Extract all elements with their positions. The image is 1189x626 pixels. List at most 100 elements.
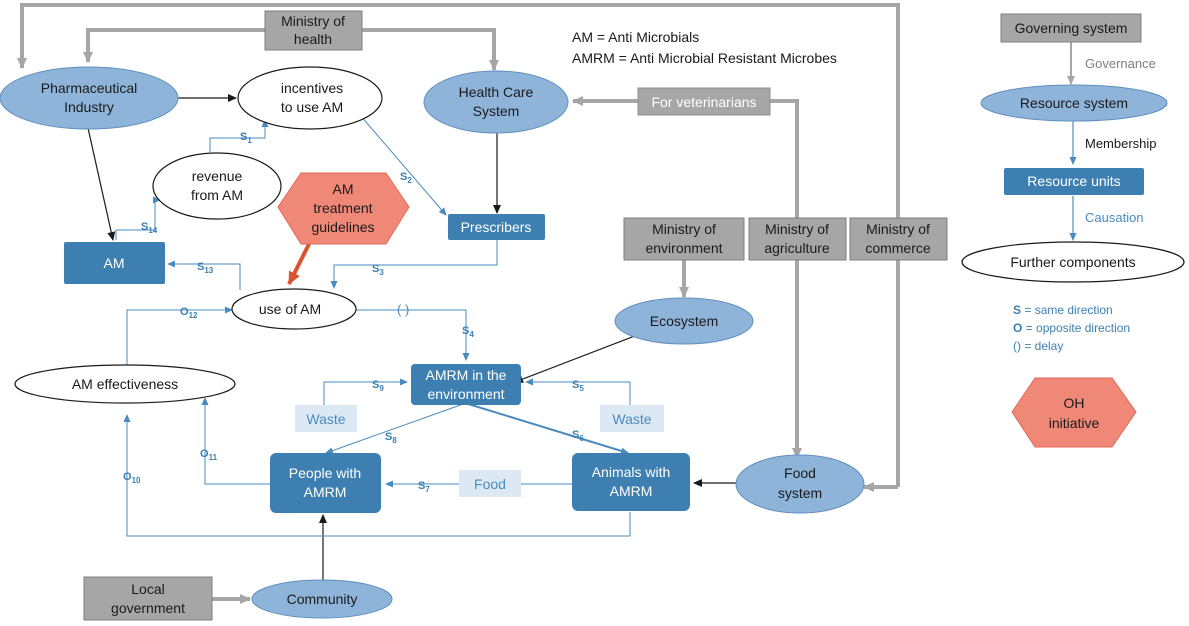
line-agri-to-food bbox=[770, 99, 802, 459]
legend-resource-system: Resource system bbox=[980, 84, 1168, 122]
label-line: commerce bbox=[865, 240, 931, 256]
node-revenue[interactable]: revenue from AM bbox=[152, 152, 282, 220]
node-ministry-commerce[interactable]: Ministry of commerce bbox=[849, 217, 948, 261]
label-o10: O10 bbox=[123, 471, 141, 485]
link-s8 bbox=[325, 402, 467, 454]
line-health-to-pharma bbox=[83, 28, 265, 63]
node-use-of-am[interactable]: use of AM bbox=[231, 288, 357, 330]
node-local-government[interactable]: Local government bbox=[83, 576, 213, 621]
node-ecosystem[interactable]: Ecosystem bbox=[614, 297, 754, 345]
link-s2 bbox=[359, 114, 447, 216]
label-s14: S14 bbox=[141, 221, 158, 235]
link-s3 bbox=[330, 240, 498, 289]
node-prescribers[interactable]: Prescribers bbox=[448, 214, 545, 240]
legend-delay-key: () = delay bbox=[1013, 339, 1063, 353]
label-line: AM bbox=[333, 181, 354, 197]
link-o12 bbox=[126, 306, 233, 366]
black-arrows bbox=[87, 94, 736, 580]
node-pharmaceutical-industry[interactable]: Pharmaceutical Industry bbox=[0, 66, 179, 130]
node-am-effectiveness[interactable]: AM effectiveness bbox=[14, 364, 236, 404]
legend-governing-system: Governing system bbox=[1000, 13, 1142, 43]
legend-o-key: O = opposite direction bbox=[1013, 321, 1130, 335]
label-line: Ministry of bbox=[866, 221, 930, 237]
label-line: revenue bbox=[192, 168, 243, 184]
link-s13 bbox=[167, 260, 241, 290]
legend-oh-initiative: OH initiative bbox=[1011, 377, 1137, 448]
label-line: Pharmaceutical bbox=[41, 80, 138, 96]
label-line: AMRM bbox=[610, 483, 653, 499]
label-s13: S13 bbox=[197, 261, 214, 275]
label: AM effectiveness bbox=[72, 376, 178, 392]
legend-causation-label: Causation bbox=[1085, 210, 1144, 225]
line-health-to-hcs bbox=[362, 28, 499, 71]
label-line: Ministry of bbox=[652, 221, 716, 237]
label-line: from AM bbox=[191, 187, 243, 203]
node-amrm-environment[interactable]: AMRM in the environment bbox=[411, 364, 521, 405]
label: For veterinarians bbox=[651, 94, 756, 110]
node-ministry-health[interactable]: Ministry of health bbox=[264, 10, 363, 51]
node-treatment-guidelines[interactable]: AM treatment guidelines bbox=[277, 172, 410, 245]
label-s8: S8 bbox=[385, 431, 397, 445]
node-health-care-system[interactable]: Health Care System bbox=[423, 70, 569, 134]
link-s6 bbox=[464, 402, 629, 455]
label-line: to use AM bbox=[281, 99, 343, 115]
node-food-system[interactable]: Food system bbox=[735, 454, 865, 514]
abbrev-amrm: AMRM = Anti Microbial Resistant Microbes bbox=[572, 50, 837, 66]
node-community[interactable]: Community bbox=[251, 579, 393, 619]
label-line: Health Care bbox=[459, 84, 534, 100]
label: Community bbox=[287, 591, 358, 607]
label-o11: O11 bbox=[200, 448, 218, 462]
link-s14 bbox=[115, 196, 161, 240]
legend-membership-label: Membership bbox=[1085, 136, 1157, 151]
label-s2: S2 bbox=[400, 171, 412, 185]
abbrev-am: AM = Anti Microbials bbox=[572, 29, 699, 45]
link-o10 bbox=[123, 414, 631, 537]
label-line: Food bbox=[784, 465, 816, 481]
label: Prescribers bbox=[461, 219, 532, 235]
label-line: initiative bbox=[1049, 415, 1100, 431]
node-food-label: Food bbox=[459, 470, 521, 497]
label-line: Ministry of bbox=[281, 13, 345, 29]
node-waste-left: Waste bbox=[295, 405, 357, 432]
label-s9: S9 bbox=[372, 379, 384, 393]
label-s6: S6 bbox=[572, 429, 584, 443]
label-o12: O12 bbox=[180, 306, 198, 320]
node-ministry-environment[interactable]: Ministry of environment bbox=[623, 217, 745, 261]
label-line: treatment bbox=[313, 200, 372, 216]
node-people-amrm[interactable]: People with AMRM bbox=[270, 453, 381, 513]
legend-resource-units: Resource units bbox=[1004, 168, 1144, 195]
label: Food bbox=[474, 476, 506, 492]
label: Resource units bbox=[1027, 173, 1120, 189]
node-am[interactable]: AM bbox=[64, 242, 165, 284]
label-line: guidelines bbox=[311, 219, 374, 235]
label-line: Animals with bbox=[592, 464, 671, 480]
label: Ecosystem bbox=[650, 313, 718, 329]
node-for-veterinarians[interactable]: For veterinarians bbox=[637, 87, 771, 116]
link-s4 bbox=[356, 309, 470, 361]
link-labels: S1 S2 S3 S4 S5 S6 S7 S8 S9 O10 O11 O12 S… bbox=[123, 131, 584, 494]
link-o11 bbox=[201, 397, 270, 485]
label-s4: S4 bbox=[462, 325, 474, 339]
label: Resource system bbox=[1020, 95, 1128, 111]
label-delay: ( ) bbox=[397, 302, 409, 317]
label: AM bbox=[104, 255, 125, 271]
label: use of AM bbox=[259, 301, 321, 317]
arrow-ecosystem-amrm bbox=[514, 333, 641, 383]
legend: Governing system Governance Resource sys… bbox=[961, 13, 1185, 448]
node-ministry-agriculture[interactable]: Ministry of agriculture bbox=[748, 217, 847, 261]
label-s7: S7 bbox=[418, 480, 430, 494]
label-line: AMRM in the bbox=[426, 367, 507, 383]
label-line: environment bbox=[427, 386, 504, 402]
label-s5: S5 bbox=[572, 379, 584, 393]
arrow-pharma-am bbox=[87, 127, 116, 241]
link-s1 bbox=[209, 119, 269, 152]
label-line: system bbox=[778, 485, 822, 501]
label-line: agriculture bbox=[764, 240, 830, 256]
node-incentives[interactable]: incentives to use AM bbox=[237, 66, 383, 130]
node-animals-amrm[interactable]: Animals with AMRM bbox=[572, 453, 690, 511]
label: Governing system bbox=[1015, 20, 1128, 36]
label: Waste bbox=[612, 411, 651, 427]
label-line: Local bbox=[131, 581, 164, 597]
node-waste-right: Waste bbox=[600, 405, 664, 432]
